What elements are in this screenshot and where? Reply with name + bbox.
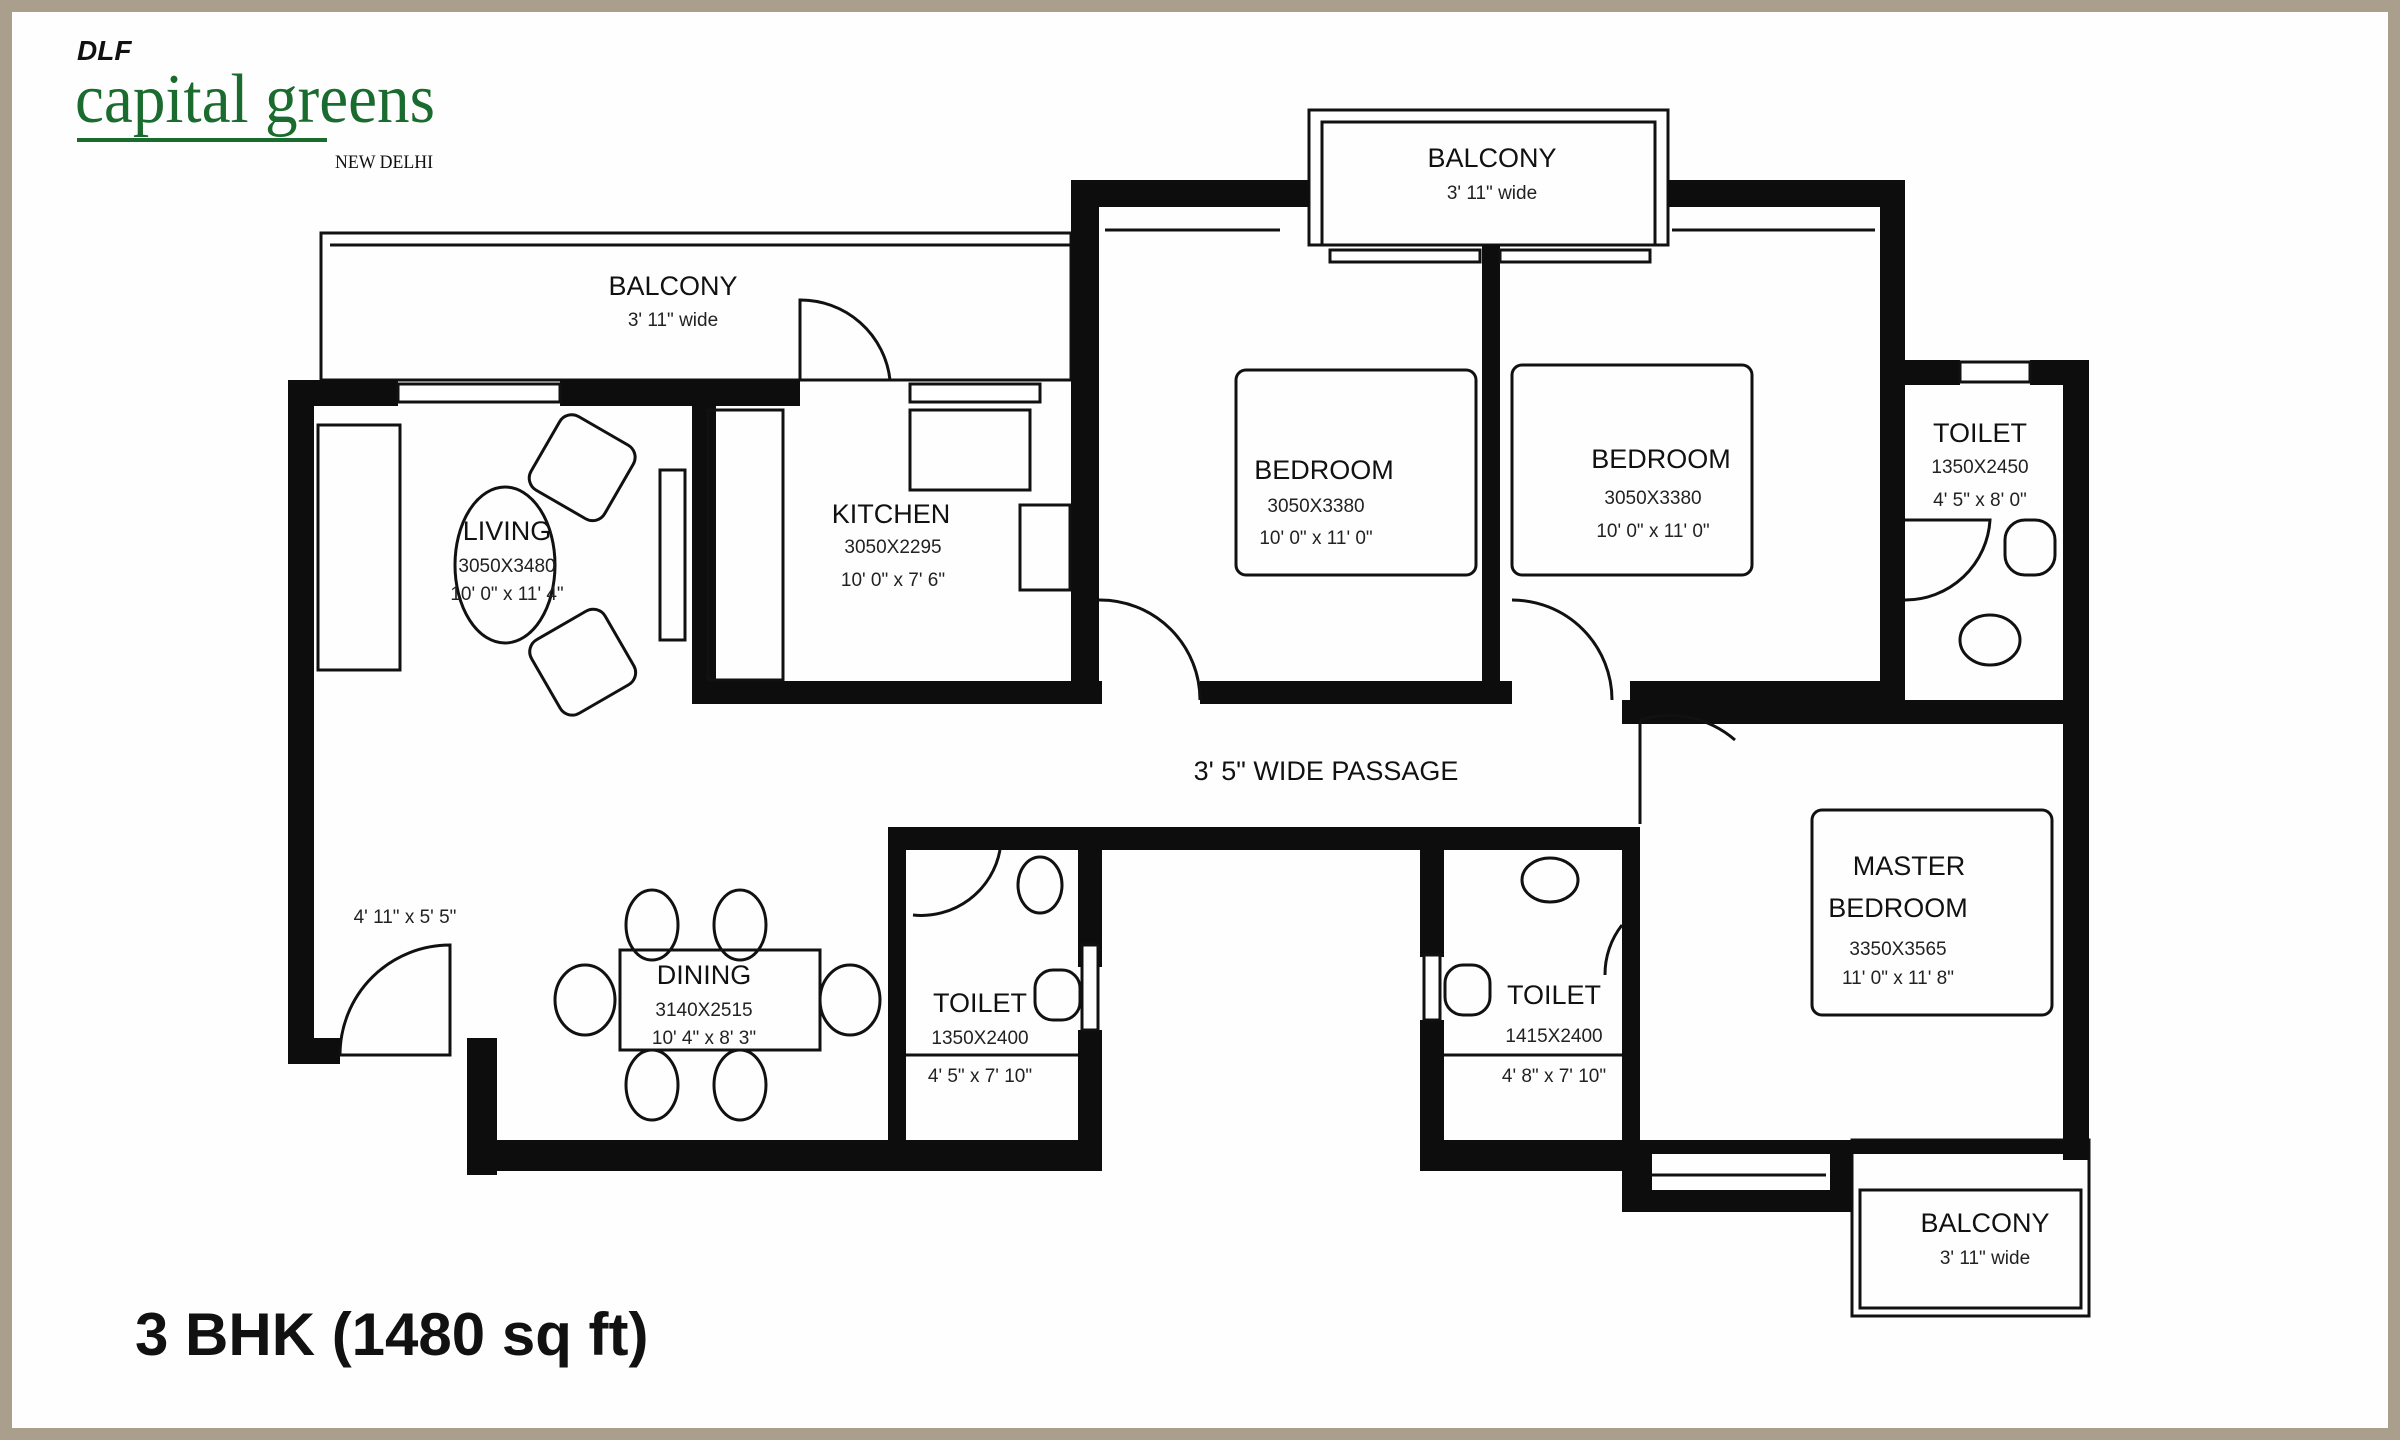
washbasin (1958, 613, 2022, 667)
washbasin (1016, 855, 1064, 915)
entry-ft: 4' 11" x 5' 5" (354, 907, 457, 928)
door-toilet-3 (1603, 924, 1624, 976)
wc (1033, 968, 1082, 1022)
logo-underline (77, 138, 327, 142)
bedroom-1-mm: 3050X3380 (1267, 496, 1364, 517)
kitchen-mm: 3050X2295 (844, 537, 941, 558)
balcony-master-label: BALCONY (1920, 1208, 2049, 1238)
kitchen-label: KITCHEN (832, 499, 951, 529)
toilet-1-mm: 1350X2450 (1931, 457, 2028, 478)
furniture (316, 228, 2057, 1177)
master-bedroom-label-1: MASTER (1853, 851, 1966, 881)
tv-unit (658, 468, 687, 642)
window (396, 382, 562, 404)
kitchen-ft: 10' 0" x 7' 6" (841, 570, 945, 591)
balcony-bedrooms-size: 3' 11" wide (1447, 183, 1537, 204)
hob (1018, 503, 1072, 592)
logo-name: capital greens (75, 61, 435, 138)
door-master (1638, 714, 1736, 824)
bed (1234, 368, 1478, 577)
window (1958, 360, 2032, 384)
bedroom-1-label: BEDROOM (1254, 455, 1394, 485)
living-label: LIVING (463, 516, 552, 546)
sink-counter (908, 408, 1032, 492)
toilet-1-label: TOILET (1933, 418, 2027, 448)
dining-label: DINING (657, 960, 752, 990)
toilet-3-ft: 4' 8" x 7' 10" (1502, 1066, 1606, 1087)
bedroom-1-ft: 10' 0" x 11' 0" (1259, 528, 1372, 549)
wc (1443, 963, 1492, 1017)
bed (1810, 808, 2054, 1017)
door-bedroom-1 (1098, 598, 1202, 701)
master-bedroom-ft: 11' 0" x 11' 8" (1842, 968, 1954, 989)
toilet-3-label: TOILET (1507, 980, 1601, 1010)
armchair (528, 607, 638, 717)
window (908, 382, 1042, 404)
wc (2003, 518, 2057, 577)
plan-title: 3 BHK (1480 sq ft) (135, 1301, 648, 1368)
passage-label: 3' 5" WIDE PASSAGE (1194, 756, 1459, 786)
door-bedroom-2 (1511, 598, 1614, 701)
toilet-3-mm: 1415X2400 (1505, 1026, 1602, 1047)
door-toilet-1 (1904, 518, 1992, 602)
balcony-bedrooms-outline (1307, 108, 1670, 247)
living-ft: 10' 0" x 11' 4" (450, 584, 563, 605)
toilet-2-label: TOILET (933, 988, 1027, 1018)
dining-ft: 10' 4" x 8' 3" (652, 1028, 756, 1049)
balcony-living-size: 3' 11" wide (628, 310, 718, 331)
bedroom-2-mm: 3050X3380 (1604, 488, 1701, 509)
coffee-table (453, 485, 557, 645)
washbasin (1520, 856, 1580, 904)
living-mm: 3050X3480 (458, 556, 555, 577)
balcony-living-outline (319, 231, 1073, 382)
room-labels: BALCONY 3' 11" wide LIVING 3050X3480 10'… (354, 143, 2050, 1269)
logo-city: NEW DELHI (335, 152, 433, 173)
toilet-1-ft: 4' 5" x 8' 0" (1933, 490, 2027, 511)
balcony-living-label: BALCONY (608, 271, 737, 301)
logo-brand: DLF (77, 35, 132, 66)
bedroom-2-ft: 10' 0" x 11' 0" (1596, 521, 1709, 542)
master-bedroom-label-2: BEDROOM (1828, 893, 1968, 923)
armchair (527, 413, 637, 523)
bed (1510, 363, 1754, 577)
bedroom-2-label: BEDROOM (1591, 444, 1731, 474)
master-bedroom-mm: 3350X3565 (1849, 939, 1946, 960)
door-toilet-2 (912, 849, 1002, 917)
walls (288, 180, 2089, 1212)
balcony-bedrooms-label: BALCONY (1427, 143, 1556, 173)
door-entry (338, 943, 452, 1057)
toilet-2-mm: 1350X2400 (931, 1028, 1028, 1049)
logo: DLF capital greens NEW DELHI (75, 35, 435, 173)
toilet-2-ft: 4' 5" x 7' 10" (928, 1066, 1032, 1087)
windows-doors (338, 248, 2032, 1057)
sofa (316, 423, 402, 672)
balcony-master-size: 3' 11" wide (1940, 1248, 2030, 1269)
dining-mm: 3140X2515 (655, 1000, 752, 1021)
door-kitchen-balcony (798, 298, 892, 381)
